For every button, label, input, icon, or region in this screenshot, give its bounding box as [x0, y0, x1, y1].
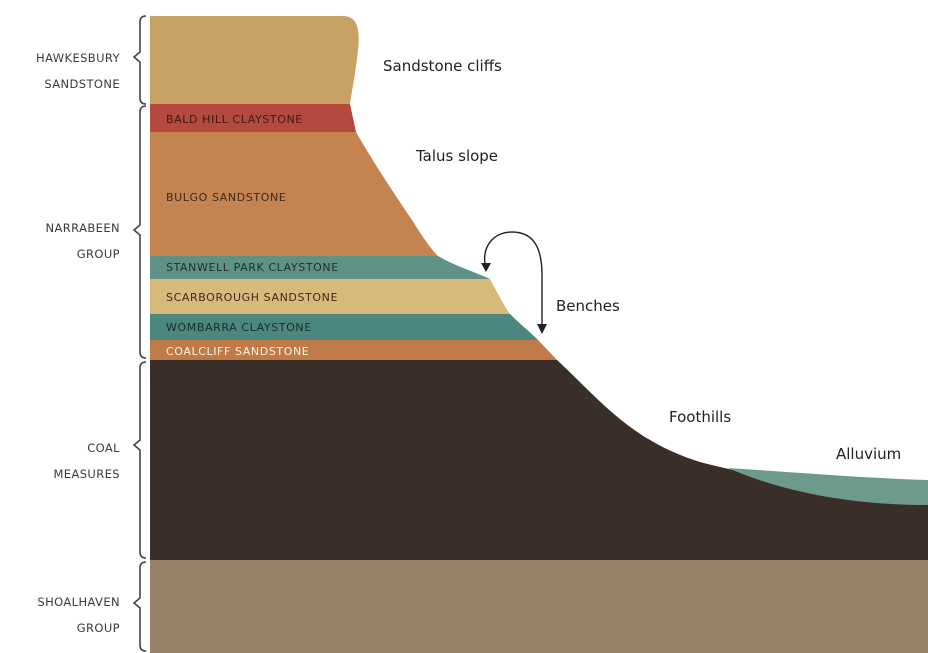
benches-arrowhead-right — [537, 324, 547, 334]
feature-label-foothills: Foothills — [669, 408, 731, 426]
layer-label-bald-hill: BALD HILL CLAYSTONE — [166, 113, 303, 126]
hawkesbury-sandstone-layer — [150, 16, 359, 104]
group-label-hawkesbury-line2: SANDSTONE — [44, 77, 120, 91]
bracket-coal — [134, 362, 146, 558]
group-label-coal-line2: MEASURES — [53, 467, 120, 481]
group-label-coal-line1: COAL — [87, 441, 120, 455]
feature-label-benches: Benches — [556, 297, 620, 315]
coal-measures-layer — [150, 360, 928, 560]
group-brackets — [134, 16, 146, 651]
group-label-narrabeen-line2: GROUP — [77, 247, 120, 261]
feature-label-sandstone-cliffs: Sandstone cliffs — [383, 57, 502, 75]
benches-arrowhead-left — [481, 263, 491, 272]
bracket-shoalhaven — [134, 562, 146, 651]
group-label-hawkesbury-line1: HAWKESBURY — [36, 51, 121, 65]
layer-label-coalcliff: COALCLIFF SANDSTONE — [166, 345, 309, 358]
bracket-narrabeen — [134, 106, 146, 358]
layer-label-scarborough: SCARBOROUGH SANDSTONE — [166, 291, 338, 304]
bracket-hawkesbury — [134, 16, 146, 104]
shoalhaven-layer — [150, 560, 928, 653]
group-label-narrabeen-line1: NARRABEEN — [46, 221, 120, 235]
feature-label-talus-slope: Talus slope — [415, 147, 498, 165]
group-label-shoalhaven-line2: GROUP — [77, 621, 120, 635]
feature-label-alluvium: Alluvium — [836, 445, 901, 463]
layer-label-wombarra: WOMBARRA CLAYSTONE — [166, 321, 312, 334]
layer-label-stanwell-park: STANWELL PARK CLAYSTONE — [166, 261, 339, 274]
group-label-shoalhaven-line1: SHOALHAVEN — [37, 595, 120, 609]
layer-label-bulgo: BULGO SANDSTONE — [166, 191, 286, 204]
